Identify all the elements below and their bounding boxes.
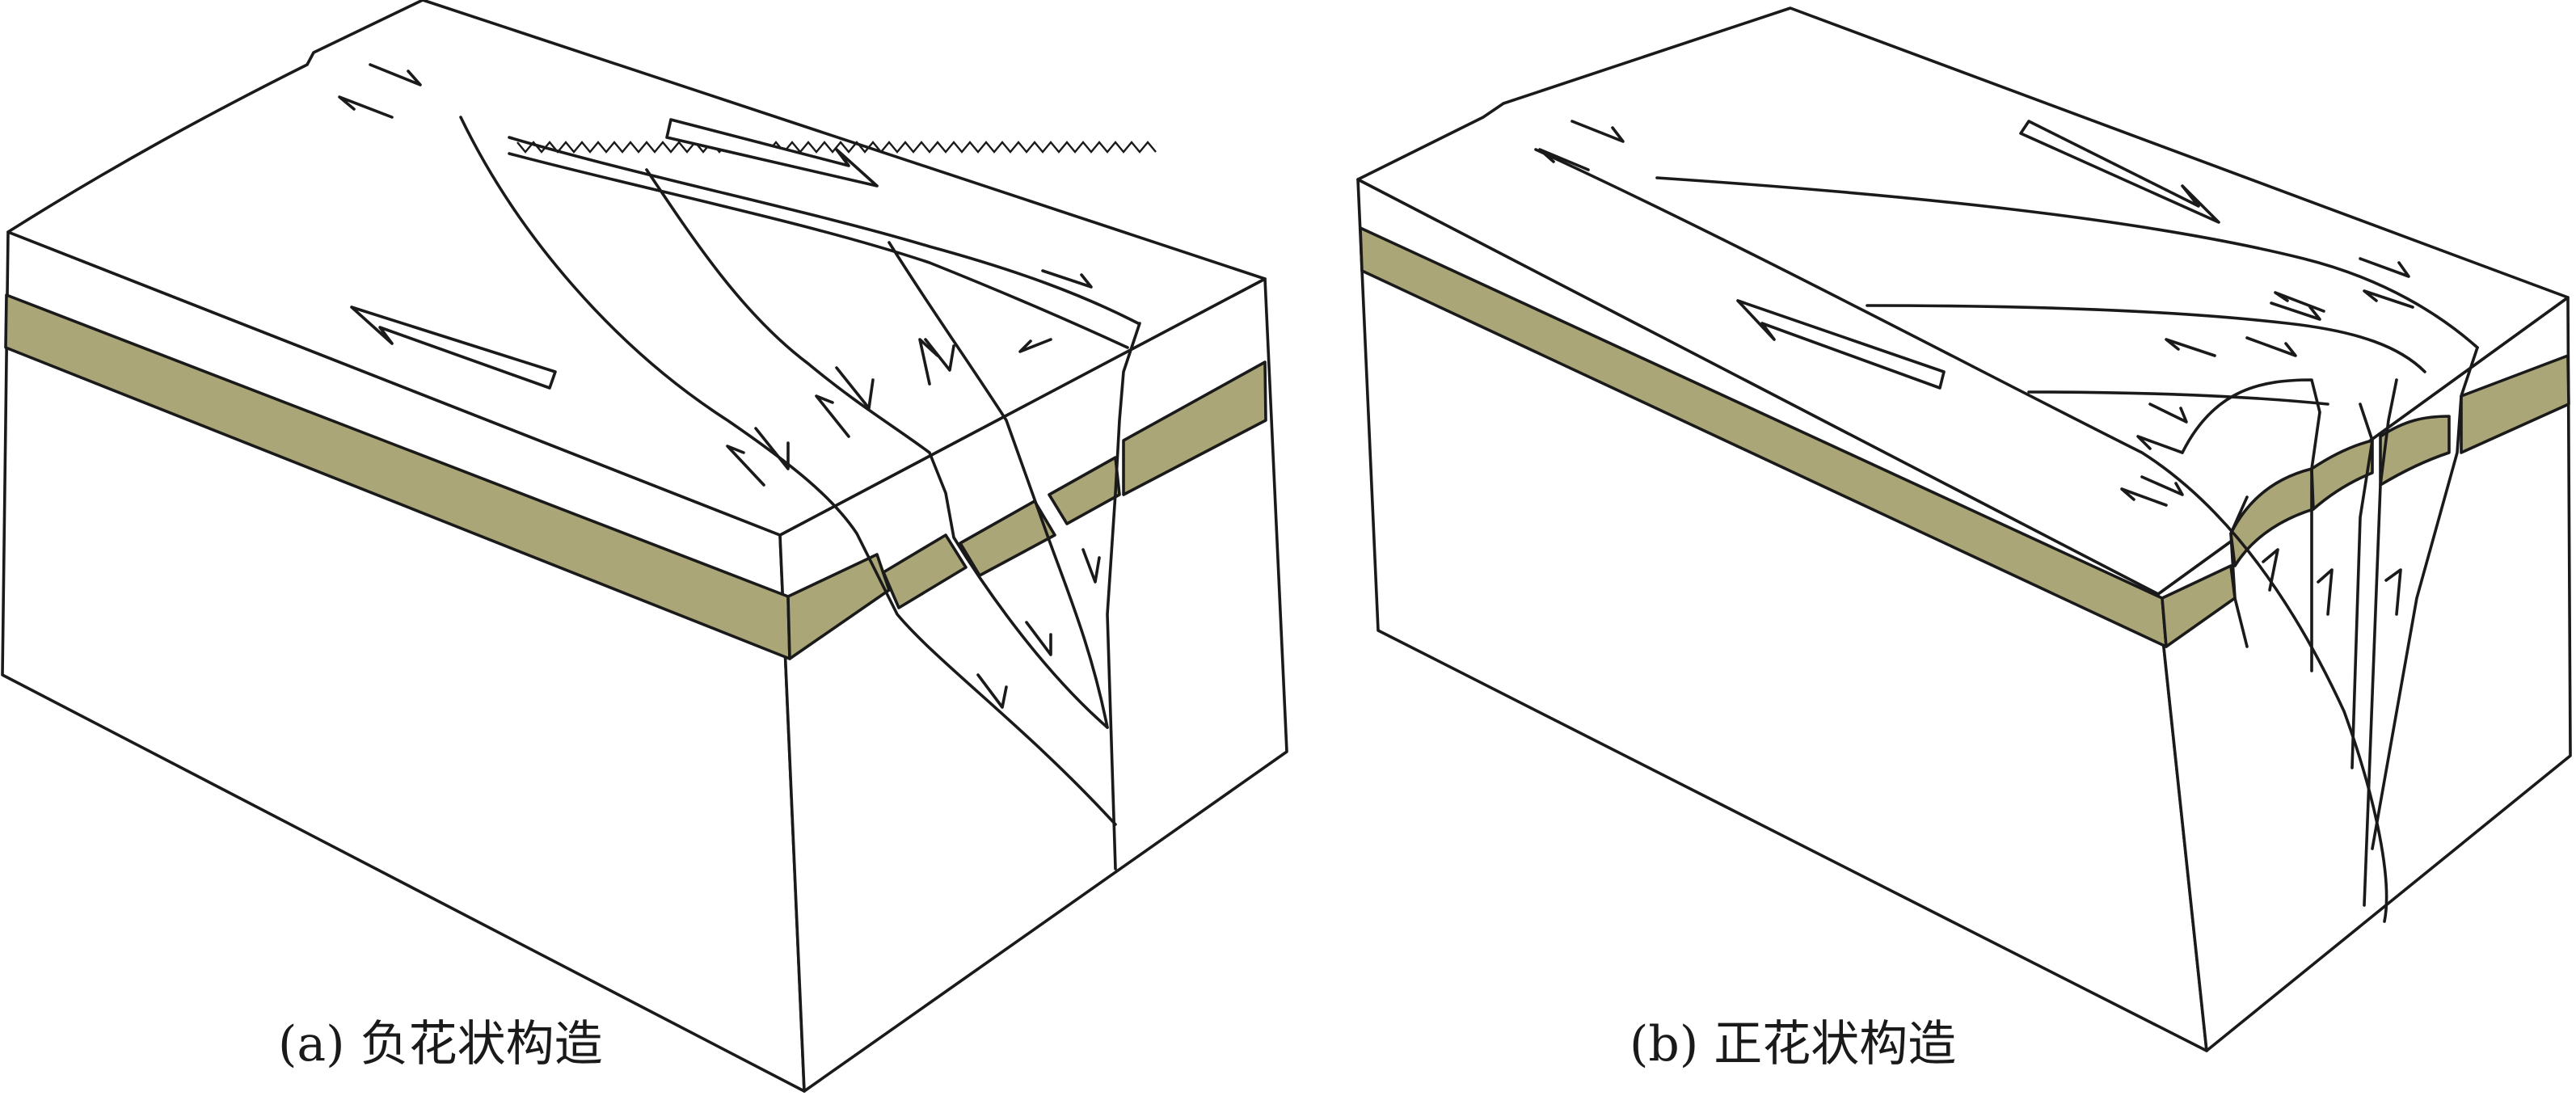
panel-b-half-arrow-7	[2245, 336, 2297, 357]
panel-b-half-arrow-6	[2274, 291, 2325, 313]
panel-a-shear-arrow-top	[665, 118, 879, 188]
panel-a-top-face	[6, 0, 1267, 537]
panel-b-fault-5	[2181, 378, 2321, 672]
panel-a-half-arrow-11	[1081, 548, 1101, 584]
panel-a-fault-2	[645, 168, 1109, 729]
panel-b-layer-right-4	[2379, 415, 2451, 487]
panel-a-fault-1	[459, 116, 1117, 826]
panel-b-fault-3	[1866, 304, 2426, 373]
panel-a-fault-zone-lower	[508, 152, 1129, 349]
panel-b-half-arrow-15	[2384, 568, 2402, 616]
panel-a-layer-right-4	[1048, 456, 1121, 525]
panel-b-fault-7	[2363, 378, 2398, 907]
panel-b-fault-4	[2027, 390, 2329, 406]
panel-b-half-arrow-11	[2140, 475, 2184, 496]
panel-b-fault-8	[2371, 346, 2479, 850]
panel-a-half-arrow-1	[369, 63, 422, 86]
panel-a-half-arrow-13	[976, 673, 1008, 709]
panel-a-half-arrow-10	[726, 445, 765, 487]
panel-b-block-diagram	[1356, 6, 2572, 1052]
panel-b-half-arrow-13	[2262, 548, 2279, 592]
panel-b-caption: (b) 正花状构造	[1629, 1016, 1957, 1073]
panel-a-layer-right-1	[786, 553, 891, 660]
panel-a-half-arrow-4	[924, 338, 955, 372]
panel-b-half-arrow-9	[2148, 403, 2188, 424]
panel-a-caption: (a) 负花状构造	[278, 1016, 603, 1073]
panel-b-fault-2	[1655, 176, 2479, 349]
panel-b-fault-9	[2229, 495, 2249, 648]
panel-a-fault-4	[1106, 322, 1141, 870]
panel-b-layer-right-3	[2310, 439, 2374, 511]
panel-a-shear-arrow-bottom	[350, 306, 557, 390]
panel-b-half-arrow-14	[2317, 568, 2334, 616]
panel-a-layer-right-3	[959, 500, 1056, 577]
panel-b-half-arrow-5	[2363, 289, 2414, 309]
panel-b-half-arrow-2	[1538, 148, 1590, 171]
panel-b-half-arrow-1	[1570, 120, 1625, 143]
panel-a-layer-right-5	[1122, 360, 1267, 496]
panel-a-half-arrow-9	[754, 427, 790, 470]
panel-b-layer-right-5	[2460, 354, 2570, 454]
panel-a-half-arrow-12	[1025, 621, 1052, 656]
panel-a-half-arrow-7	[835, 366, 875, 410]
panel-a-half-arrow-3	[1041, 269, 1093, 289]
panel-b-fault-1	[1534, 148, 2388, 923]
panel-b-half-arrow-3	[2359, 257, 2410, 278]
panel-a-fault-3	[887, 241, 1109, 729]
panel-b-top-face	[1356, 6, 2570, 596]
panel-b-fault-6	[2350, 403, 2374, 769]
panel-a-fault-gouge	[516, 141, 1157, 154]
panel-b-shear-arrow-bottom	[1736, 299, 1946, 390]
panel-b-half-arrow-10	[2136, 435, 2184, 454]
panel-b-shear-arrow-top	[2019, 120, 2220, 224]
panel-a-half-arrow-6	[918, 338, 939, 386]
panel-b-half-arrow-4	[2270, 301, 2321, 321]
panel-b-half-arrow-8	[2165, 338, 2216, 357]
panel-a-half-arrow-8	[815, 394, 850, 438]
panel-a-half-arrow-5	[1018, 338, 1052, 353]
panel-a-half-arrow-2	[338, 95, 394, 119]
panel-a-block-diagram	[1, 0, 1288, 1093]
panel-a-fault-zone-upper	[508, 136, 1140, 325]
panel-a-layer-right-2	[882, 533, 968, 609]
panel-b-half-arrow-12	[2120, 487, 2168, 507]
